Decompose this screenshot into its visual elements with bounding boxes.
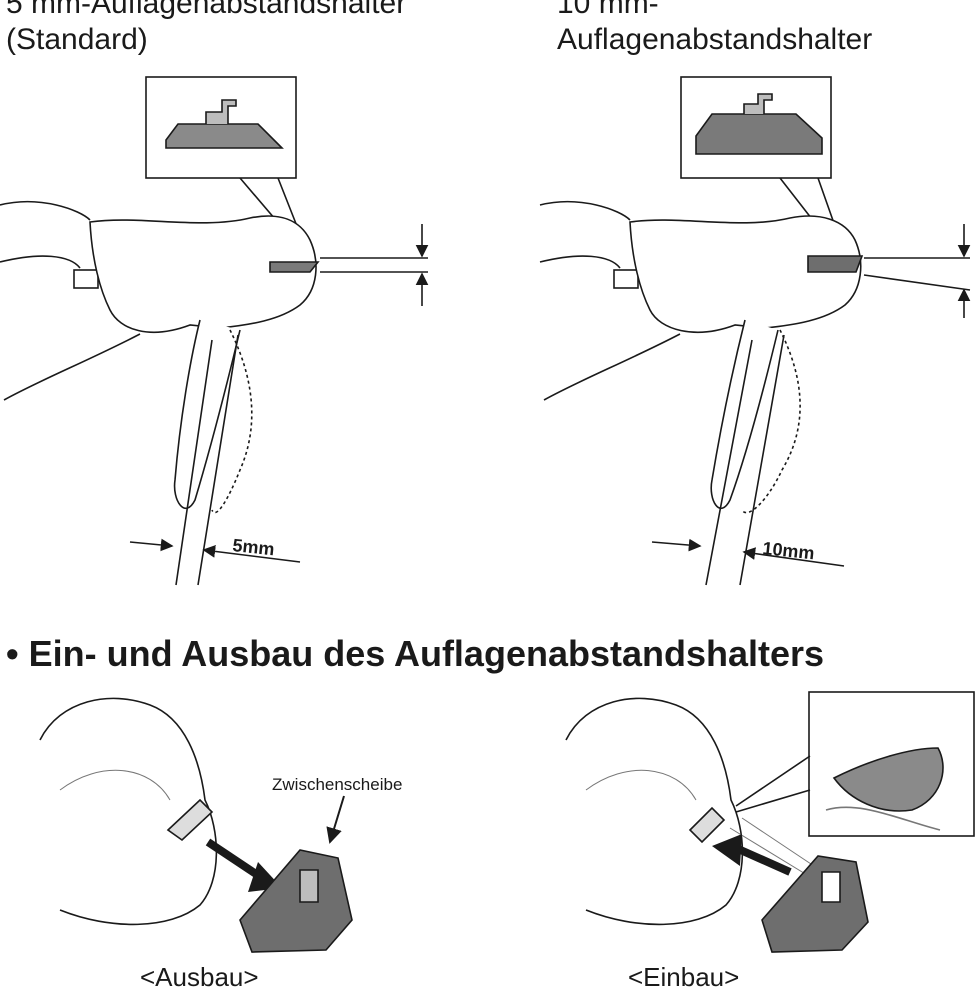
- right-inset-spacer-icon: [695, 93, 823, 155]
- installation-arrow-head: [712, 834, 742, 866]
- right-lever-blade: [710, 319, 779, 509]
- right-handlebar: [539, 200, 631, 269]
- installation-lever-hood: [565, 697, 744, 926]
- right-measure-lines: [863, 257, 971, 291]
- left-bar-drop: [3, 333, 141, 401]
- removal-callout-pointer: [326, 795, 345, 844]
- right-lever-diagram: [539, 76, 971, 586]
- left-lever-blade: [173, 319, 241, 509]
- left-lever-body: [89, 215, 317, 333]
- section-heading: • Ein- und Ausbau des Auflagenabstandsha…: [6, 633, 825, 674]
- left-spacer: [269, 261, 320, 273]
- right-title-line2: Auflagenabstandshalter: [557, 23, 873, 56]
- installation-guide-lines: [729, 817, 821, 879]
- removal-lever-hood: [39, 697, 218, 926]
- installation-inset-pointer: [735, 755, 811, 813]
- installation-arrow-shaft: [734, 844, 792, 876]
- removal-spacer: [239, 849, 353, 953]
- removal-diagram: [39, 697, 353, 953]
- left-title-line2: (Standard): [6, 23, 148, 56]
- left-diagram-title: 5 mm-Auflagenabstandshalter (Standard): [6, 0, 406, 58]
- washer-callout-label: Zwischenscheibe: [272, 775, 402, 794]
- removal-caption: <Ausbau>: [140, 962, 259, 992]
- left-handlebar: [0, 200, 91, 269]
- installation-inset-spacer: [832, 747, 944, 812]
- left-lever-diagram: [0, 76, 429, 586]
- left-measure-lines: [320, 257, 428, 273]
- right-dimension-label: 10mm: [762, 538, 816, 563]
- right-title-line1: 10 mm-: [557, 0, 659, 20]
- right-lever-dashed-outline: [741, 329, 801, 514]
- right-bar-drop: [543, 333, 681, 401]
- right-lever-body: [629, 215, 862, 333]
- left-lever-axis-lines: [175, 334, 239, 586]
- left-dimension-label: 5mm: [232, 535, 276, 559]
- right-clamp: [613, 269, 639, 289]
- installation-diagram: [565, 691, 975, 953]
- right-spacer: [807, 255, 864, 273]
- left-clamp: [73, 269, 99, 289]
- left-lever-dashed-outline: [211, 329, 253, 514]
- right-diagram-title: 10 mm- Auflagenabstandshalter: [557, 0, 872, 58]
- removal-mount-slot: [166, 798, 214, 842]
- right-lever-axis-lines: [705, 334, 785, 586]
- installation-spacer: [761, 855, 869, 953]
- left-inset-spacer-icon: [165, 99, 284, 149]
- installation-caption: <Einbau>: [628, 962, 740, 992]
- left-title-line1: 5 mm-Auflagenabstandshalter: [6, 0, 407, 20]
- removal-arrow-shaft: [205, 838, 265, 882]
- installation-mount-slot: [688, 806, 726, 844]
